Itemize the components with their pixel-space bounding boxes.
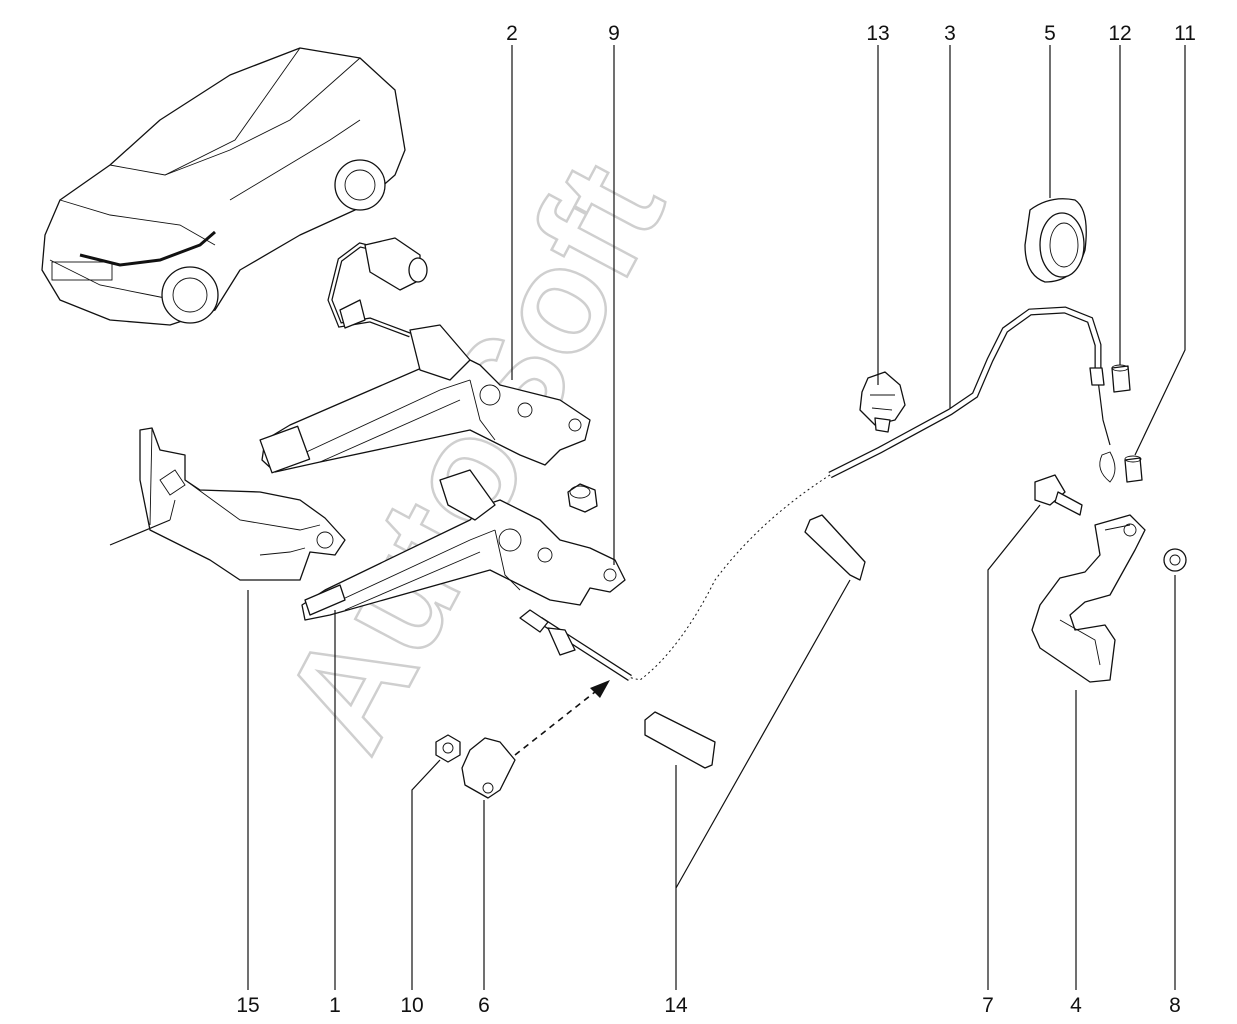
callout-11: 11: [1174, 22, 1196, 45]
callout-4: 4: [1070, 994, 1082, 1017]
callout-numbers: 2 9 13 3 5 12 11 15 1 10 6 14 7 4 8: [236, 22, 1196, 1017]
car-illustration: [41, 47, 406, 326]
callout-7: 7: [982, 994, 994, 1017]
callout-5: 5: [1044, 22, 1056, 45]
part-cable-clamp: [461, 680, 610, 799]
part-small-cap: [1111, 364, 1131, 393]
callout-12: 12: [1108, 22, 1131, 45]
callout-1: 1: [329, 994, 341, 1017]
part-grommet: [567, 483, 598, 513]
part-clip: [859, 371, 906, 433]
callout-3: 3: [944, 22, 956, 45]
part-bracket: [139, 427, 346, 581]
part-nut: [435, 734, 461, 763]
part-bolt: [1034, 474, 1083, 516]
callout-9: 9: [608, 22, 620, 45]
part-pads: [644, 514, 866, 769]
callout-10: 10: [400, 994, 423, 1017]
callout-8: 8: [1169, 994, 1181, 1017]
part-hood-lock-lower: [301, 469, 626, 621]
part-seal: [1024, 198, 1087, 283]
part-hood-lock-upper: [259, 237, 591, 474]
callout-14: 14: [664, 994, 688, 1017]
callout-6: 6: [478, 994, 490, 1017]
leader-lines: [109, 45, 1186, 990]
callout-15: 15: [236, 994, 259, 1017]
part-release-handle: [1031, 514, 1146, 683]
callout-2: 2: [506, 22, 518, 45]
part-sleeve: [1124, 455, 1143, 483]
part-washer: [1163, 548, 1187, 572]
callout-13: 13: [866, 22, 889, 45]
part-cable: [519, 306, 1116, 681]
